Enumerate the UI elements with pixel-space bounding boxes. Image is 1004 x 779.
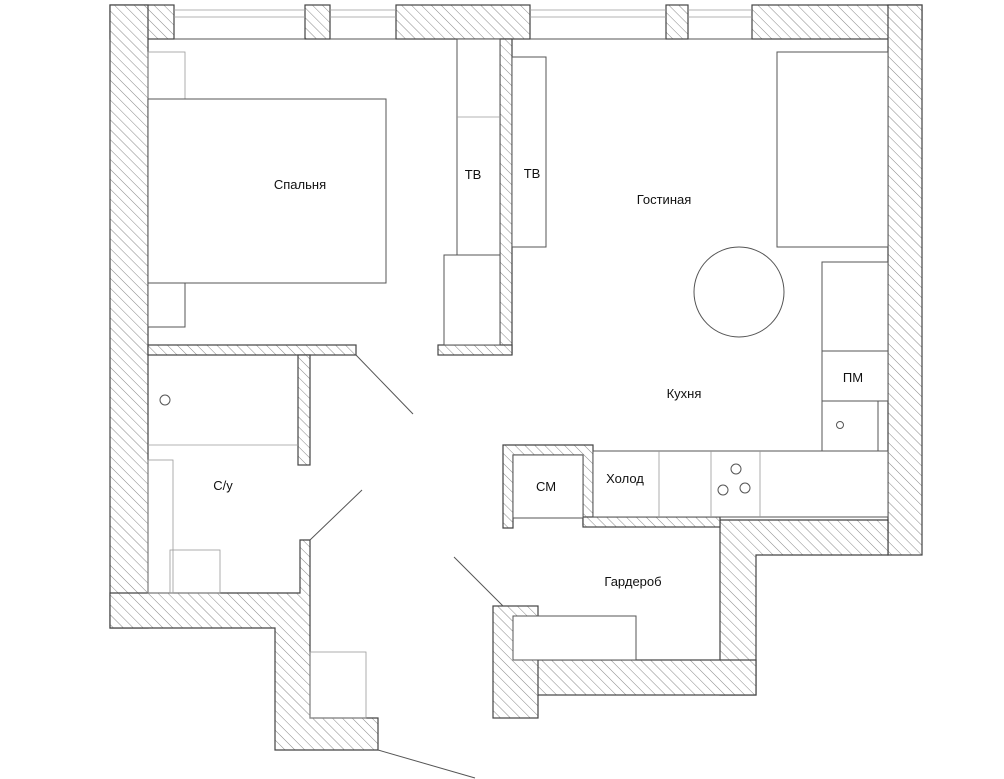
sofa xyxy=(776,51,889,248)
bed xyxy=(147,98,387,284)
label-washing-machine: СМ xyxy=(536,479,556,494)
wall-tv-partition xyxy=(499,38,513,355)
label-bedroom: Спальня xyxy=(274,177,326,192)
tv-cabinet-left xyxy=(456,38,501,256)
dining-table xyxy=(693,246,785,338)
wardrobe-unit xyxy=(512,615,637,661)
door-bedroom xyxy=(355,354,414,415)
bathroom-fixtures xyxy=(147,394,298,594)
sink-drain-icon xyxy=(836,421,844,429)
door-bathroom xyxy=(309,489,363,541)
door-entrance xyxy=(377,749,476,779)
wall-bedroom-bottom xyxy=(147,344,357,356)
labels: Спальня ТВ ТВ Гостиная Кухня ПМ С/у СМ Х… xyxy=(213,166,863,589)
wall-bathroom-right xyxy=(297,354,311,466)
stove-burner-3-icon xyxy=(739,482,751,494)
label-kitchen: Кухня xyxy=(667,386,702,401)
tv-cabinet-left-lower xyxy=(443,254,501,346)
door-wardrobe xyxy=(453,556,504,607)
wall-tv-partition-base xyxy=(437,344,513,356)
exterior-walls xyxy=(109,4,923,751)
washing-machine-box xyxy=(512,454,584,519)
windows xyxy=(174,9,752,40)
label-tv-left: ТВ xyxy=(465,167,482,182)
wall-wardrobe-bottom xyxy=(502,659,757,696)
bath-cabinet xyxy=(169,549,221,594)
tv-cabinet-right xyxy=(511,56,547,248)
label-wardrobe: Гардероб xyxy=(604,574,661,589)
bath-drain-icon xyxy=(159,394,171,406)
label-tv-right: ТВ xyxy=(524,166,541,181)
tv-units xyxy=(443,38,547,346)
wall-kitchen-counter-base xyxy=(582,516,721,528)
kitchen-counter xyxy=(592,450,889,518)
nightstand-top xyxy=(147,51,186,100)
label-fridge: Холод xyxy=(606,471,644,486)
living-furniture xyxy=(592,51,889,518)
stove-burner-1-icon xyxy=(730,463,742,475)
hall-furniture xyxy=(309,454,637,719)
dishwasher-cabinet xyxy=(821,350,889,402)
wall-top-pier-1 xyxy=(304,4,331,40)
wall-top-pier-center xyxy=(395,4,531,40)
doors xyxy=(309,354,504,779)
nightstand-bottom xyxy=(147,282,186,328)
sink-cabinet xyxy=(821,400,879,452)
wall-entrance-left xyxy=(109,539,379,751)
wall-left xyxy=(109,4,149,629)
label-dishwasher: ПМ xyxy=(843,370,863,385)
bedroom-furniture xyxy=(147,51,387,328)
entrance-shoe-cabinet xyxy=(309,651,367,719)
stove-burner-2-icon xyxy=(717,484,729,496)
kitchen-tall-cabinet xyxy=(821,261,889,352)
wall-top-pier-2 xyxy=(665,4,689,40)
label-bathroom: С/у xyxy=(213,478,233,493)
label-living-room: Гостиная xyxy=(637,192,692,207)
toilet-area xyxy=(147,459,174,594)
wall-right xyxy=(887,4,923,556)
